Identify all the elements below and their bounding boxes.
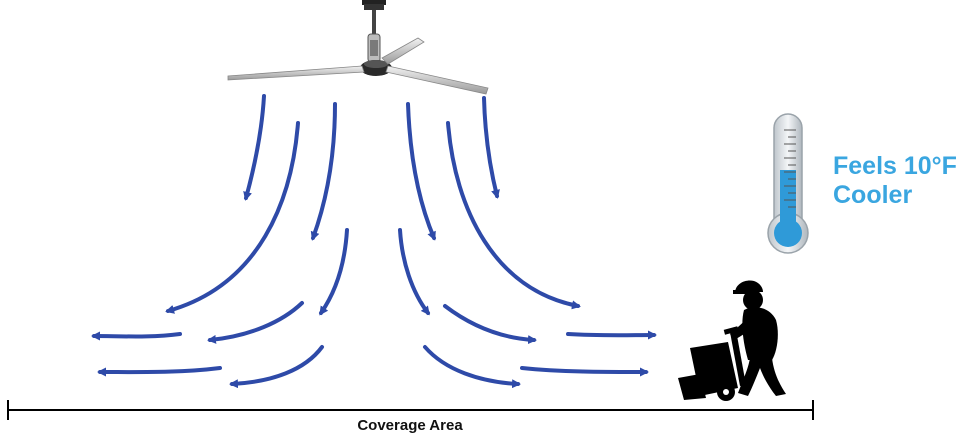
coverage-bracket <box>7 400 814 420</box>
worker-hand-truck-icon <box>678 280 786 401</box>
coverage-area-label: Coverage Area <box>357 417 463 434</box>
airflow-arrow <box>520 366 649 377</box>
airflow-arrow <box>566 330 657 340</box>
airflow-arrow <box>443 304 537 345</box>
airflow-arrows <box>91 94 657 389</box>
feels-cooler-callout: Feels 10°F Cooler <box>833 152 957 210</box>
airflow-arrow <box>446 121 581 310</box>
airflow-arrow <box>423 345 521 389</box>
airflow-arrow <box>91 331 182 341</box>
airflow-arrow <box>398 228 430 316</box>
airflow-arrow <box>310 102 337 241</box>
airflow-arrow <box>229 345 324 389</box>
feels-cooler-line2: Cooler <box>833 181 913 209</box>
airflow-arrow <box>165 121 300 314</box>
thermometer-icon <box>767 113 809 254</box>
airflow-arrow <box>482 96 500 199</box>
ceiling-fan-icon <box>227 0 489 95</box>
airflow-arrow <box>243 94 266 201</box>
airflow-arrow <box>319 228 349 316</box>
airflow-arrow <box>406 102 436 241</box>
airflow-arrow <box>97 366 222 377</box>
airflow-arrow <box>207 301 304 344</box>
feels-cooler-line1: Feels 10°F <box>833 152 957 180</box>
